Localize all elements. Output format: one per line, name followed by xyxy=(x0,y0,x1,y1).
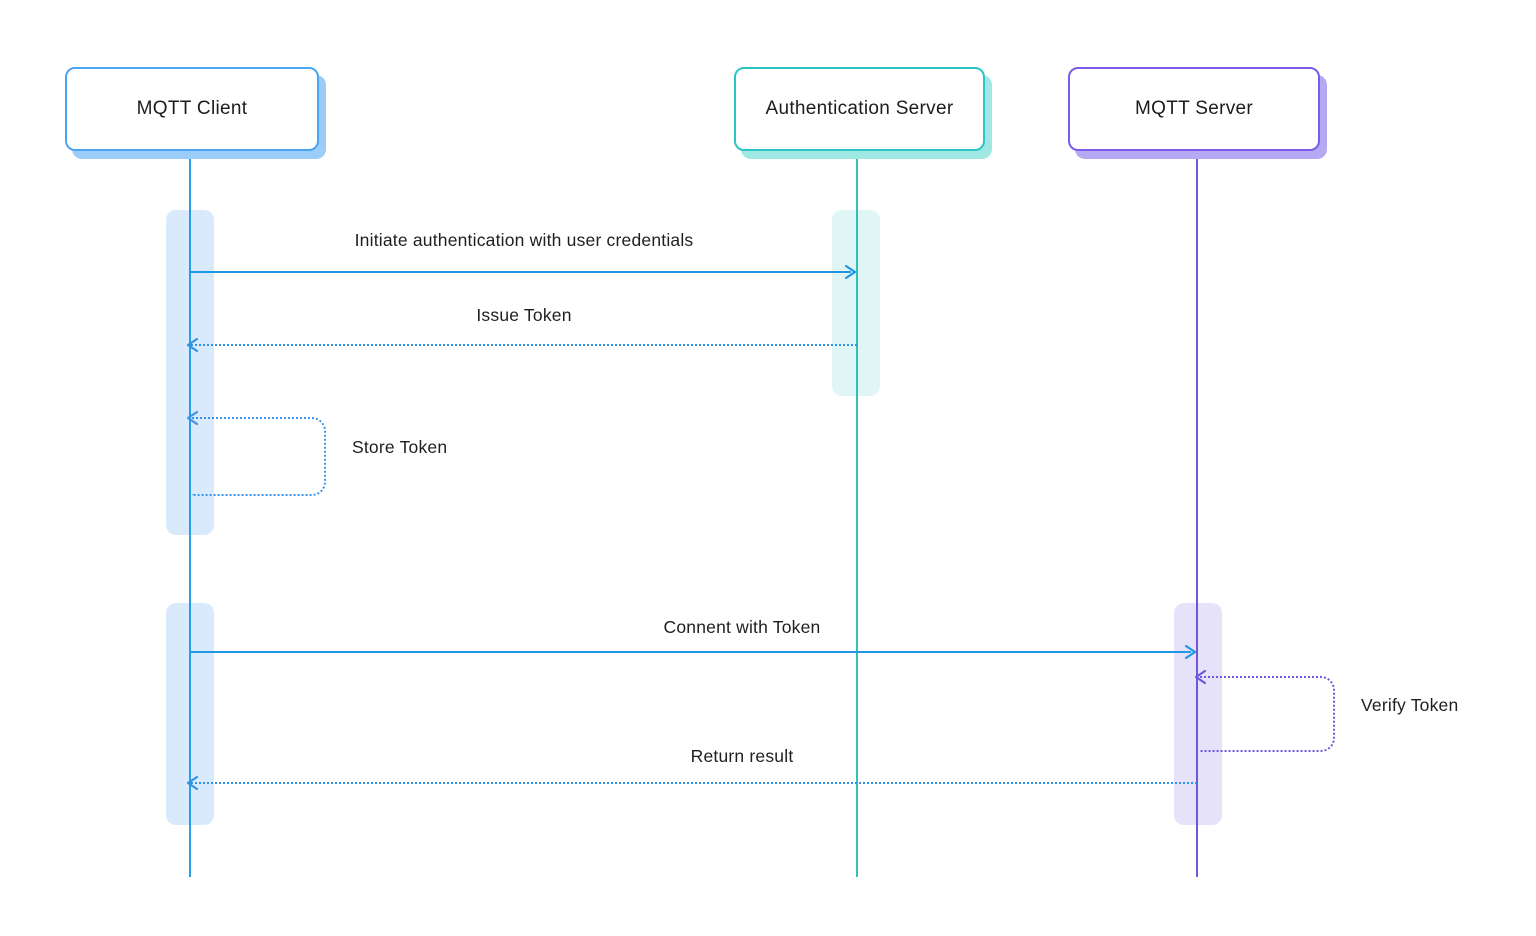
actor-mqtt-client-label: MQTT Client xyxy=(136,98,248,119)
message-label-return-result: Return result xyxy=(690,746,794,766)
message-line-initiate-authentication xyxy=(191,271,851,273)
actor-authentication-server: Authentication Server xyxy=(734,67,985,151)
message-label-initiate-authentication: Initiate authentication with user creden… xyxy=(354,230,694,250)
arrowhead-left-icon xyxy=(186,410,199,426)
arrowhead-left-icon xyxy=(186,775,199,791)
message-label-issue-token: Issue Token xyxy=(476,305,572,325)
message-label-store-token: Store Token xyxy=(352,437,448,457)
self-message-verify-token-loop xyxy=(1200,676,1335,752)
message-line-connent-with-token xyxy=(191,651,1191,653)
actor-mqtt-client: MQTT Client xyxy=(65,67,319,151)
message-label-connent-with-token: Connent with Token xyxy=(663,617,821,637)
activation-bar-mqtt-server xyxy=(1174,603,1222,825)
lifeline-mqtt-server xyxy=(1196,147,1198,877)
actor-mqtt-server: MQTT Server xyxy=(1068,67,1320,151)
arrowhead-left-icon xyxy=(186,337,199,353)
message-line-return-result xyxy=(191,782,1197,784)
message-line-issue-token xyxy=(191,344,857,346)
actor-mqtt-server-label: MQTT Server xyxy=(1134,98,1253,119)
arrowhead-right-icon xyxy=(1184,644,1197,660)
self-message-store-token-loop xyxy=(192,417,326,496)
actor-authentication-server-label: Authentication Server xyxy=(765,98,954,119)
lifeline-authentication-server xyxy=(856,147,858,877)
lifeline-mqtt-client xyxy=(189,147,191,877)
arrowhead-right-icon xyxy=(844,264,857,280)
message-label-verify-token: Verify Token xyxy=(1361,695,1459,715)
arrowhead-left-icon xyxy=(1194,669,1207,685)
